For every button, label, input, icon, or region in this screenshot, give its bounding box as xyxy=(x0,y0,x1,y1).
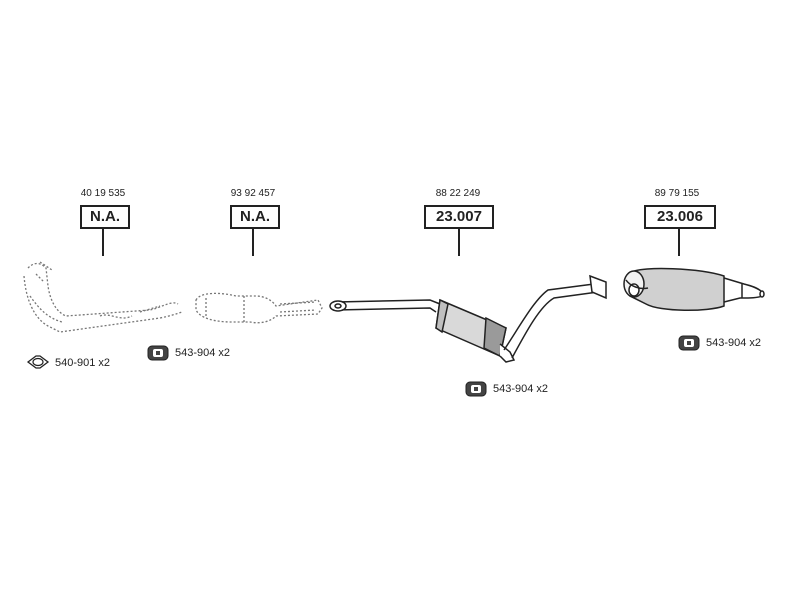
part-ref-3: 88 22 249 xyxy=(435,188,481,199)
rubber-hanger-icon xyxy=(678,335,700,351)
leader-line-2 xyxy=(252,229,254,256)
part-ref-4: 89 79 155 xyxy=(654,188,700,199)
leader-line-3 xyxy=(458,229,460,256)
hardware-label-3: 543-904 x2 xyxy=(493,383,549,395)
front-pipe-dotted-outline xyxy=(23,261,183,333)
part-ref-1: 40 19 535 xyxy=(80,188,126,199)
part-code-box-3[interactable]: 23.007 xyxy=(424,205,494,229)
leader-line-4 xyxy=(678,229,680,256)
hardware-label-1: 540-901 x2 xyxy=(55,357,111,369)
leader-line-1 xyxy=(102,229,104,256)
part-code-box-4[interactable]: 23.006 xyxy=(644,205,716,229)
center-muffler-assembly xyxy=(329,274,607,363)
rubber-hanger-icon xyxy=(465,381,487,397)
part-ref-2: 93 92 457 xyxy=(230,188,276,199)
catalytic-converter-dotted-outline xyxy=(195,292,323,324)
hardware-label-4: 543-904 x2 xyxy=(706,337,762,349)
gasket-ring-icon xyxy=(26,355,50,369)
part-code-box-2[interactable]: N.A. xyxy=(230,205,280,229)
rubber-hanger-icon xyxy=(147,345,169,361)
part-code-box-1[interactable]: N.A. xyxy=(80,205,130,229)
rear-muffler-assembly xyxy=(623,267,765,311)
hardware-label-2: 543-904 x2 xyxy=(175,347,231,359)
